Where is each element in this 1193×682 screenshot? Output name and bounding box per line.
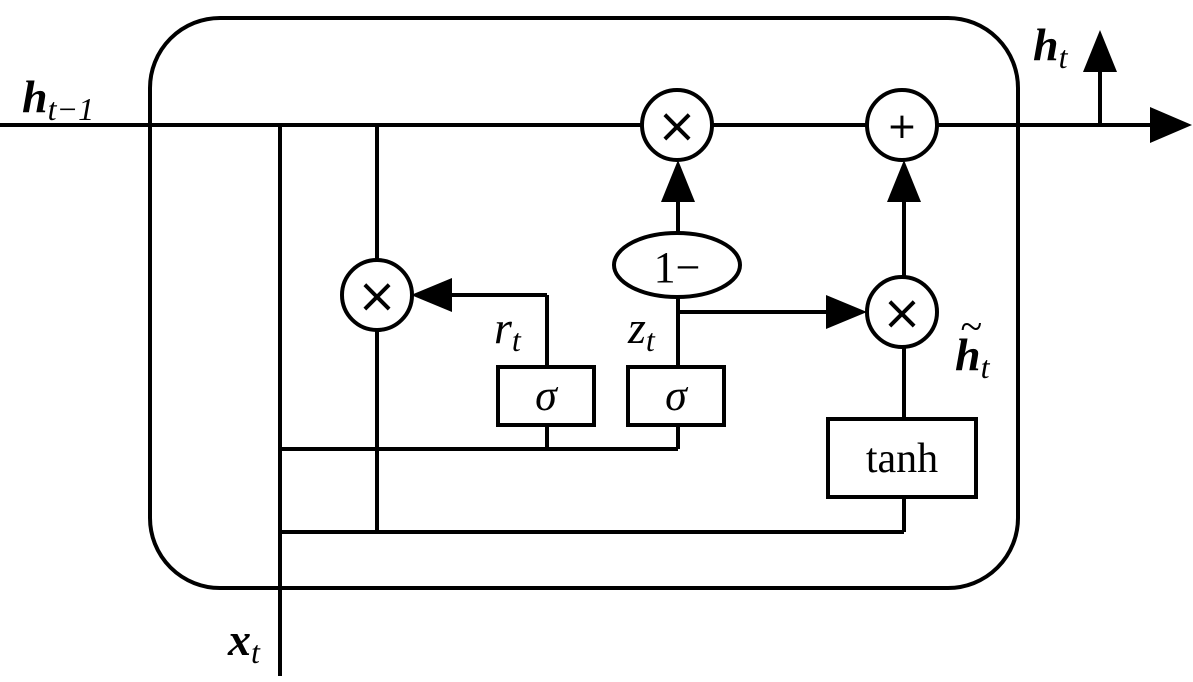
r-main: r — [494, 302, 513, 353]
candidate-state-label: ht — [955, 329, 991, 385]
update-sigma-box: σ — [626, 365, 726, 427]
top-multiply-symbol: × — [657, 98, 697, 154]
output-arrowhead — [1150, 107, 1192, 143]
tanh-box: tanh — [826, 417, 978, 499]
candidate-arrowhead — [887, 160, 921, 202]
cell-boundary — [148, 16, 1020, 590]
update-sigma-text: σ — [665, 371, 689, 420]
top-multiply-node: × — [640, 88, 714, 162]
update-gate-arrowhead — [826, 295, 867, 329]
one-minus-arrowhead — [661, 160, 695, 202]
h-out-label: ht — [1033, 19, 1069, 75]
candidate-multiply-node: × — [865, 275, 939, 349]
reset-sigma-box: σ — [496, 365, 596, 427]
h-out-main: h — [1033, 19, 1059, 70]
output-up-arrowhead — [1083, 30, 1117, 72]
h-tilde-sub: t — [981, 349, 991, 385]
candidate-multiply-symbol: × — [882, 285, 922, 341]
reset-gate-arrowhead — [411, 278, 452, 312]
h-prev-label: ht−1 — [22, 71, 94, 127]
one-minus-text: 1− — [654, 243, 701, 292]
h-tilde-accent: ~ — [960, 304, 982, 349]
add-node: + — [865, 88, 939, 162]
add-symbol: + — [887, 106, 917, 147]
x-input-label: xt — [227, 614, 261, 670]
r-sub: t — [512, 322, 522, 358]
reset-multiply-node: × — [340, 258, 414, 332]
x-main: x — [227, 614, 251, 665]
reset-multiply-symbol: × — [357, 268, 397, 324]
one-minus-node: 1− — [612, 231, 742, 299]
reset-gate-label: rt — [494, 302, 522, 358]
z-main: z — [627, 302, 646, 353]
h-out-sub: t — [1059, 39, 1069, 75]
reset-sigma-text: σ — [535, 371, 559, 420]
update-gate-label: zt — [627, 302, 656, 358]
h-prev-main: h — [22, 71, 48, 122]
x-sub: t — [251, 634, 261, 670]
z-sub: t — [646, 322, 656, 358]
h-prev-sub: t−1 — [48, 91, 94, 127]
h-tilde-main: h — [955, 329, 981, 380]
tanh-text: tanh — [866, 436, 938, 482]
